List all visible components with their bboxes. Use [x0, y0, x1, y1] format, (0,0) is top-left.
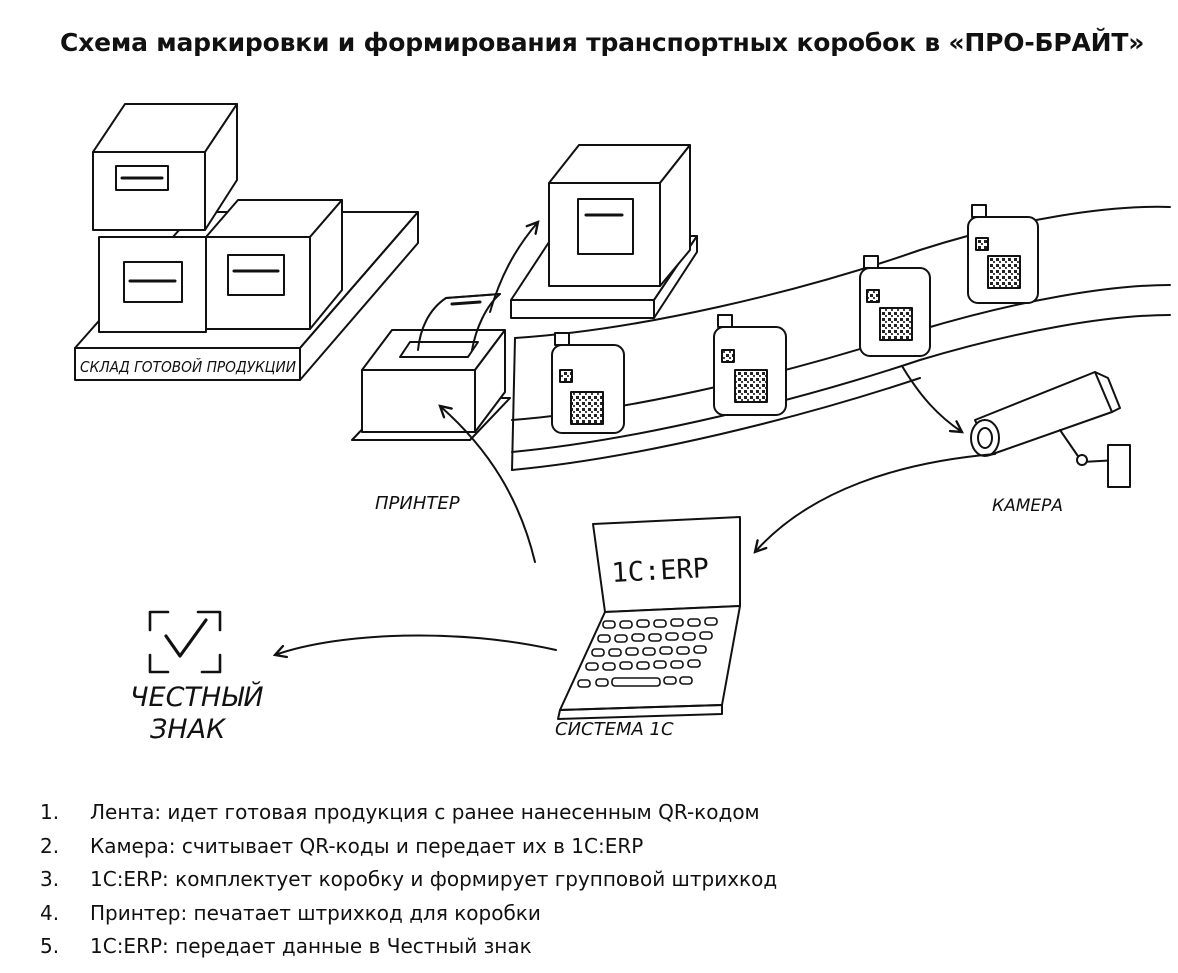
arrow-canister-to-camera: [901, 365, 962, 432]
diagram: СКЛАД ГОТОВОЙ ПРОДУКЦИИ ПРИНТЕР КАМЕРА С…: [74, 103, 1171, 745]
step-number: 3.: [40, 867, 60, 891]
camera-icon: [970, 371, 1131, 488]
camera-label: КАМЕРА: [992, 496, 1063, 516]
warehouse-box-right: [205, 199, 343, 330]
warehouse-label: СКЛАД ГОТОВОЙ ПРОДУКЦИИ: [80, 357, 296, 376]
step-item: 1. Лента: идет готовая продукция с ранее …: [40, 796, 777, 830]
step-text: Камера: считывает QR-коды и передает их …: [90, 833, 644, 858]
step-item: 2. Камера: считывает QR-коды и передает и…: [40, 830, 777, 864]
step-text: 1С:ERP: комплектует коробку и формирует …: [90, 867, 778, 891]
step-number: 2.: [40, 833, 60, 858]
step-item: 3. 1С:ERP: комплектует коробку и формируе…: [40, 863, 777, 897]
step-item: 4. Принтер: печатает штрихкод для коробки: [40, 897, 777, 931]
arrow-laptop-to-printer: [440, 406, 536, 563]
system-label: СИСТЕМА 1С: [555, 719, 674, 740]
laptop-screen-text: 1С:ERP: [611, 553, 710, 589]
step-text: Принтер: печатает штрихкод для коробки: [90, 900, 541, 925]
steps-list: 1. Лента: идет готовая продукция с ранее …: [40, 796, 777, 964]
canister-1: [551, 332, 625, 434]
honest-sign-label-line1: ЧЕСТНЫЙ: [130, 681, 264, 713]
step-number: 1.: [40, 800, 60, 824]
canister-3: [859, 255, 931, 357]
arrow-laptop-to-honest-sign: [275, 634, 557, 655]
step-number: 5.: [40, 934, 60, 958]
arrow-printer-to-box: [489, 222, 538, 313]
step-number: 4.: [40, 900, 60, 925]
warehouse-box-top: [92, 103, 238, 231]
step-item: 5. 1С:ERP: передает данные в Честный знак: [40, 930, 777, 964]
formed-box: [548, 144, 691, 287]
printer-label: ПРИНТЕР: [375, 493, 460, 514]
printer-icon: [351, 293, 511, 441]
honest-sign-label-line2: ЗНАК: [150, 714, 227, 745]
laptop-icon: [557, 516, 741, 720]
canister-2: [713, 314, 787, 416]
arrow-camera-to-laptop: [755, 453, 996, 552]
warehouse-box-left: [98, 236, 207, 333]
page-title: Схема маркировки и формирования транспор…: [60, 28, 1145, 57]
step-text: Лента: идет готовая продукция с ранее на…: [90, 800, 760, 824]
step-text: 1С:ERP: передает данные в Честный знак: [90, 934, 532, 958]
honest-sign-icon: [148, 610, 222, 674]
canister-4: [967, 204, 1039, 304]
